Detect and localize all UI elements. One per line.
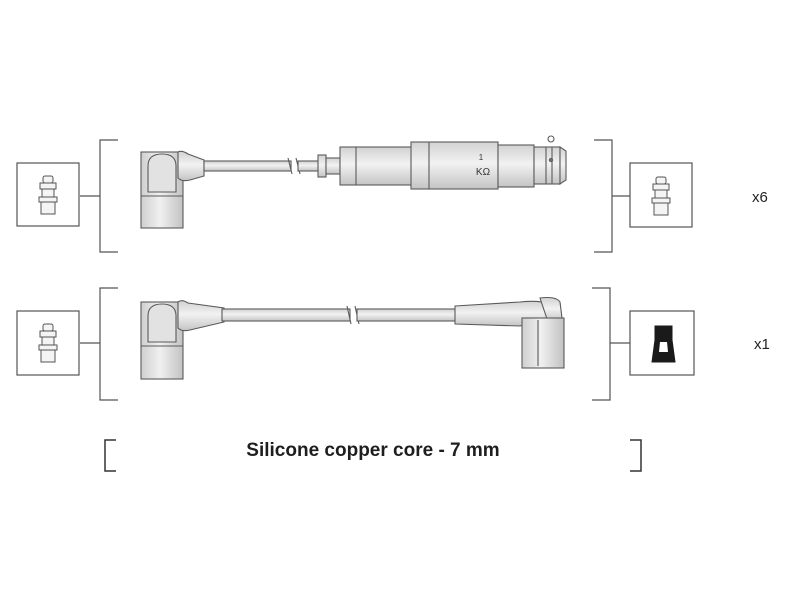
angled-boot-left-bottom	[140, 300, 225, 380]
wire-segment-mid-top	[297, 160, 321, 172]
quantity-label-bottom: x1	[754, 336, 770, 353]
cable-row-top	[80, 139, 630, 253]
quantity-label-top: x6	[752, 189, 768, 206]
bracket-left-top	[99, 139, 118, 253]
wire-segment-left-top	[203, 160, 292, 172]
connector-icon-box-left-top	[16, 162, 80, 227]
plug-body-top	[339, 146, 413, 186]
caption-brackets	[104, 439, 642, 472]
coil-terminal-icon-box-right-bottom	[629, 310, 695, 376]
wire-segment-right-bottom	[356, 308, 458, 322]
connector-icon-box-left-bottom	[16, 310, 80, 376]
coil-terminal-icon	[651, 325, 676, 363]
bracket-right-top	[594, 139, 613, 253]
resistor-section-top	[410, 141, 499, 190]
ignition-cable-bottom	[140, 296, 565, 380]
resistor-unit-label: KΩ	[476, 167, 491, 178]
cable-row-bottom	[80, 287, 630, 401]
caption-bracket-right	[630, 439, 642, 472]
angled-boot-left-top	[140, 150, 205, 229]
ignition-cable-top	[140, 135, 567, 229]
connector-icon-box-right-top	[629, 162, 693, 228]
terminal-connector-icon	[38, 323, 58, 363]
caption-bracket-left	[104, 439, 116, 472]
bracket-right-bottom	[592, 287, 611, 401]
resistor-value-label: 1	[479, 153, 484, 162]
angled-boot-right-bottom	[454, 296, 565, 369]
bracket-left-bottom	[99, 287, 118, 401]
terminal-connector-icon	[38, 175, 58, 215]
caption-text: Silicone copper core - 7 mm	[246, 440, 500, 461]
wire-segment-left-bottom	[221, 308, 351, 322]
terminal-connector-icon	[651, 176, 671, 216]
